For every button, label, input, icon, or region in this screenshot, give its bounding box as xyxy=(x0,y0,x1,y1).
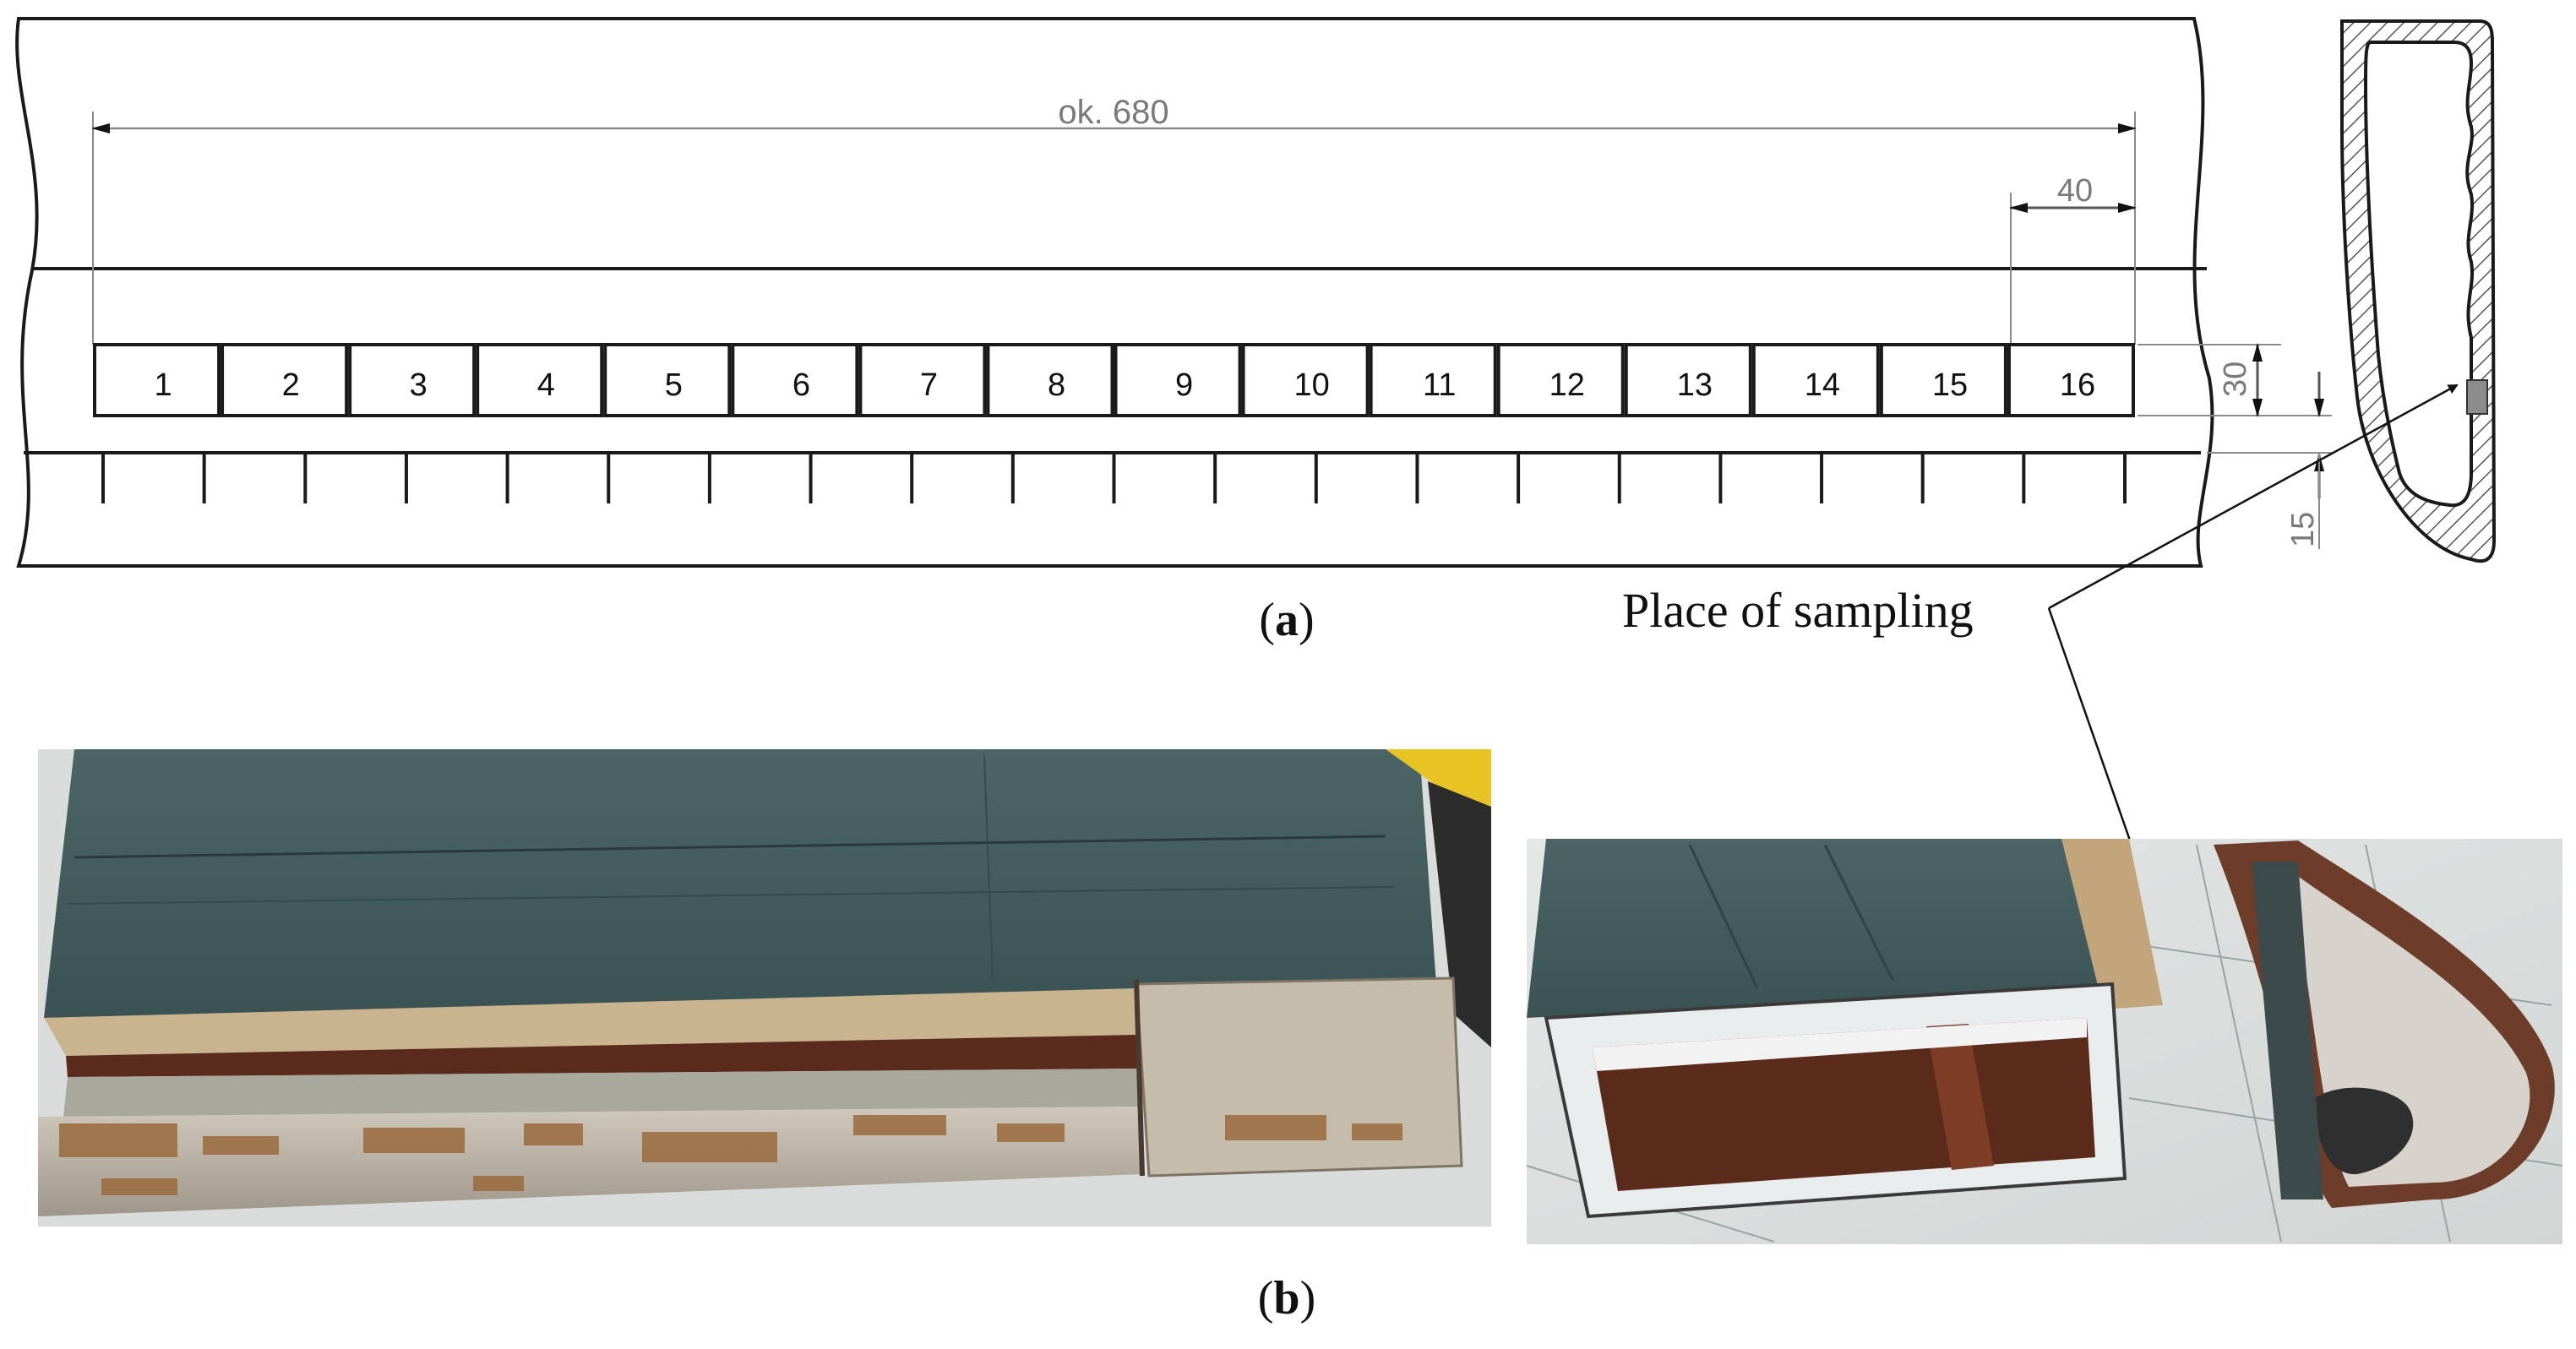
caption-b: (b) xyxy=(1258,1272,1315,1325)
sample-box-label: 10 xyxy=(1294,367,1330,403)
sample-box-label: 16 xyxy=(2060,367,2095,403)
place-of-sampling-label: Place of sampling xyxy=(1622,583,1974,638)
sample-box-11: 11 xyxy=(1369,343,1497,417)
sample-box-5: 5 xyxy=(603,343,732,417)
sample-box-label: 3 xyxy=(410,367,428,403)
sample-box-label: 2 xyxy=(282,367,300,403)
sample-box-1: 1 xyxy=(93,343,221,417)
sample-box-12: 12 xyxy=(1496,343,1625,417)
spacing-dimension-label: 40 xyxy=(2057,173,2093,209)
sample-box-label: 11 xyxy=(1423,367,1456,403)
sample-box-10: 10 xyxy=(1241,343,1370,417)
sample-box-13: 13 xyxy=(1624,343,1752,417)
sample-box-label: 7 xyxy=(920,367,938,403)
overall-dimension: ok. 680 xyxy=(91,94,2137,345)
sample-box-8: 8 xyxy=(986,343,1114,417)
sample-box-15: 15 xyxy=(1879,343,2007,417)
sample-box-label: 12 xyxy=(1549,367,1585,403)
sample-box-label: 13 xyxy=(1677,367,1713,403)
sample-box-label: 15 xyxy=(1932,367,1968,403)
spacing-dimension: 40 xyxy=(2009,173,2137,345)
sample-box-label: 4 xyxy=(537,367,555,403)
height-dimension-label: 30 xyxy=(2218,362,2253,397)
sample-box-label: 6 xyxy=(792,367,810,403)
overall-dimension-label: ok. 680 xyxy=(1058,94,1168,131)
sample-box-label: 8 xyxy=(1048,367,1065,403)
sample-box-2: 2 xyxy=(221,343,349,417)
photo-blade-top xyxy=(38,749,1491,1227)
caption-a-letter: a xyxy=(1275,594,1299,646)
height-dimension: 30 xyxy=(2138,343,2332,417)
offset-dimension: 15 xyxy=(2207,372,2332,549)
sample-box-14: 14 xyxy=(1751,343,1880,417)
offset-dimension-label: 15 xyxy=(2285,512,2321,547)
blade-cross-section xyxy=(2340,19,2497,563)
sample-box-3: 3 xyxy=(348,343,477,417)
sample-box-9: 9 xyxy=(1114,343,1242,417)
sample-box-4: 4 xyxy=(476,343,604,417)
sample-box-7: 7 xyxy=(858,343,987,417)
sample-box-16: 16 xyxy=(2007,343,2135,417)
sample-box-label: 9 xyxy=(1175,367,1193,403)
photo-blade-section xyxy=(1526,839,2563,1244)
sample-box-label: 14 xyxy=(1805,367,1840,403)
caption-a: (a) xyxy=(1259,594,1314,646)
sampling-spot xyxy=(2466,379,2488,415)
sampling-annotation: Place of sampling xyxy=(1622,383,2459,1014)
blade-outline xyxy=(15,17,2214,568)
sample-box-label: 1 xyxy=(155,367,172,403)
sample-box-6: 6 xyxy=(731,343,859,417)
sample-box-label: 5 xyxy=(665,367,683,403)
tooth-marks xyxy=(101,453,2127,503)
caption-b-letter: b xyxy=(1273,1272,1299,1325)
